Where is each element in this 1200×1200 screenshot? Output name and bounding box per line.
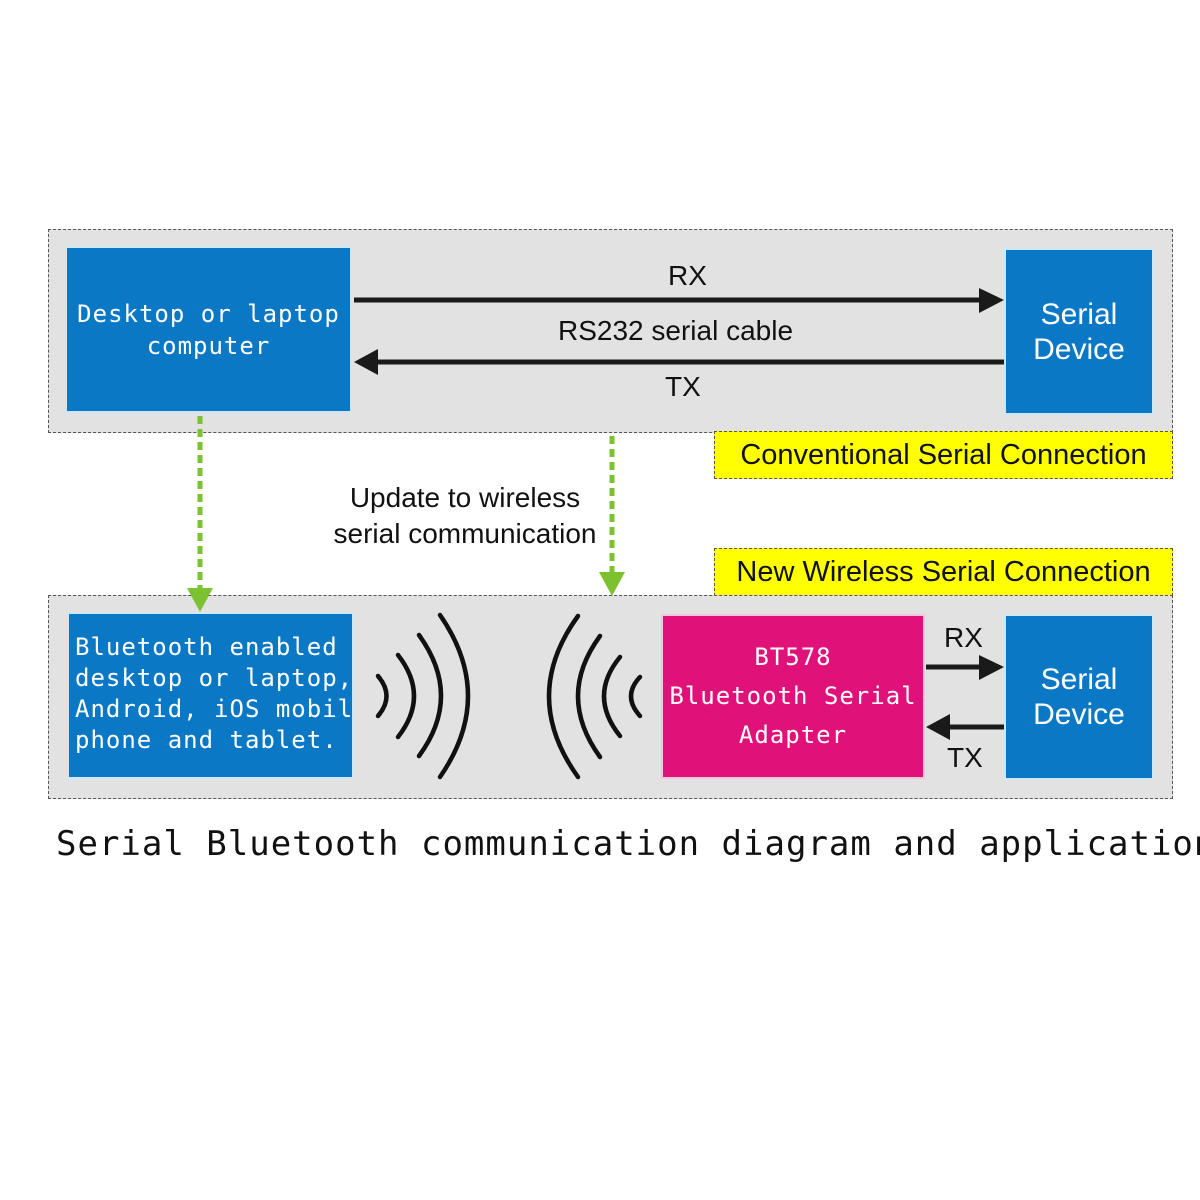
wireless-section-tag: New Wireless Serial Connection <box>714 548 1173 596</box>
update-note: Update to wireless serial communication <box>300 480 630 552</box>
computer-box: Desktop or laptop computer <box>65 246 352 413</box>
tx-arrow-bottom <box>926 714 1004 740</box>
rx-label-bottom: RX <box>944 622 983 653</box>
bluetooth-host-box: Bluetooth enabled desktop or laptop, And… <box>67 612 354 779</box>
rx-label-top: RX <box>668 260 707 291</box>
cable-label: RS232 serial cable <box>558 315 794 346</box>
computer-label-line-1: Desktop or laptop <box>77 299 340 328</box>
host-label-line-1: Bluetooth enabled <box>75 633 338 661</box>
rx-arrow-top <box>354 288 1004 313</box>
update-note-line-1: Update to wireless <box>349 482 581 513</box>
serial-device-box-bottom: Serial Device <box>1004 614 1154 780</box>
serial-device-bottom-line-1: Serial <box>1040 663 1118 696</box>
host-label-line-2: desktop or laptop, <box>75 664 354 692</box>
rx-arrow-bottom <box>926 655 1004 680</box>
serial-device-box-top: Serial Device <box>1004 248 1154 415</box>
update-note-line-2: serial communication <box>333 518 597 549</box>
update-arrow-left <box>187 416 213 612</box>
diagram-caption: Serial Bluetooth communication diagram a… <box>56 824 1200 864</box>
adapter-label-line-1: BT578 <box>754 643 832 671</box>
serial-device-label-line-2: Device <box>1033 332 1125 366</box>
wireless-signal-icon-left <box>375 612 471 780</box>
update-arrow-right <box>599 436 625 596</box>
computer-label-line-2: computer <box>146 331 271 360</box>
adapter-label-line-3: Adapter <box>738 721 848 749</box>
tx-label-bottom: TX <box>947 742 983 773</box>
conventional-section-tag: Conventional Serial Connection <box>714 431 1173 479</box>
adapter-label-line-2: Bluetooth Serial <box>669 682 917 710</box>
serial-device-label-line-1: Serial <box>1040 297 1118 331</box>
serial-device-bottom-line-2: Device <box>1033 698 1125 731</box>
tx-arrow-top <box>354 349 1004 375</box>
bt578-adapter-box: BT578 Bluetooth Serial Adapter <box>661 614 925 779</box>
host-label-line-4: phone and tablet. <box>75 726 338 754</box>
wireless-signal-icon-right <box>546 613 643 780</box>
tx-label-top: TX <box>665 371 701 402</box>
host-label-line-3: Android, iOS mobile <box>75 695 354 723</box>
